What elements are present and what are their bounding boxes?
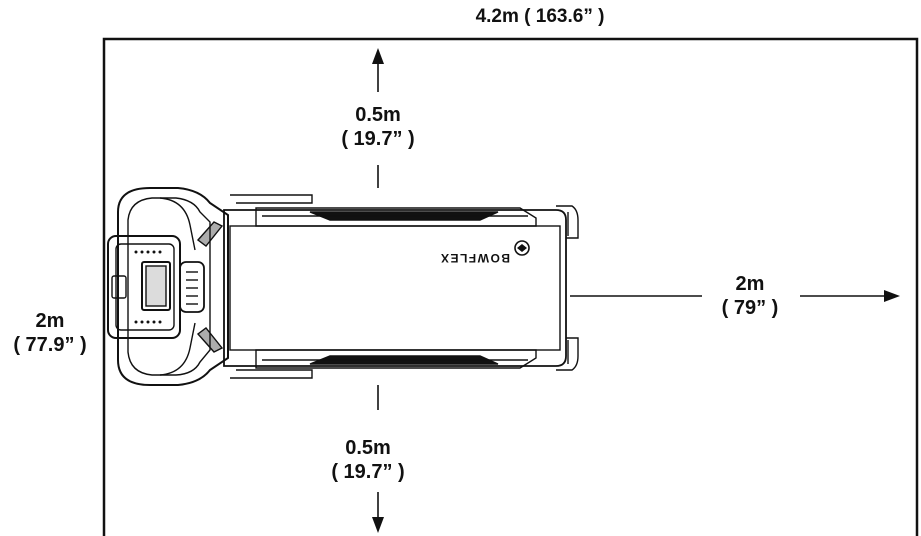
rear-clearance-imperial: ( 79” ) (721, 297, 779, 319)
total-width-label: 2m ( 77.9” ) (0, 309, 100, 357)
rear-clearance-metric: 2m (735, 273, 765, 295)
total-width-imperial: ( 77.9” ) (13, 334, 87, 356)
total-length-label: 4.2m ( 163.6” ) (430, 5, 650, 29)
rear-clearance-label: 2m ( 79” ) (700, 272, 800, 320)
brand-text: BOWFLEX (440, 251, 511, 265)
treadmill-illustration (107, 187, 579, 386)
top-clearance-imperial: ( 19.7” ) (341, 128, 415, 150)
bottom-clearance-label: 0.5m ( 19.7” ) (308, 436, 428, 484)
top-clearance-metric: 0.5m (355, 104, 401, 126)
rear-clearance-arrow (570, 290, 900, 302)
clearance-boundary (102, 37, 919, 536)
total-width-metric: 2m (35, 310, 65, 332)
top-clearance-arrow (372, 48, 384, 188)
bottom-clearance-metric: 0.5m (345, 437, 391, 459)
bottom-clearance-arrow (372, 385, 384, 533)
total-length-text: 4.2m ( 163.6” ) (475, 6, 605, 27)
bottom-clearance-imperial: ( 19.7” ) (331, 461, 405, 483)
top-clearance-label: 0.5m ( 19.7” ) (318, 103, 438, 151)
